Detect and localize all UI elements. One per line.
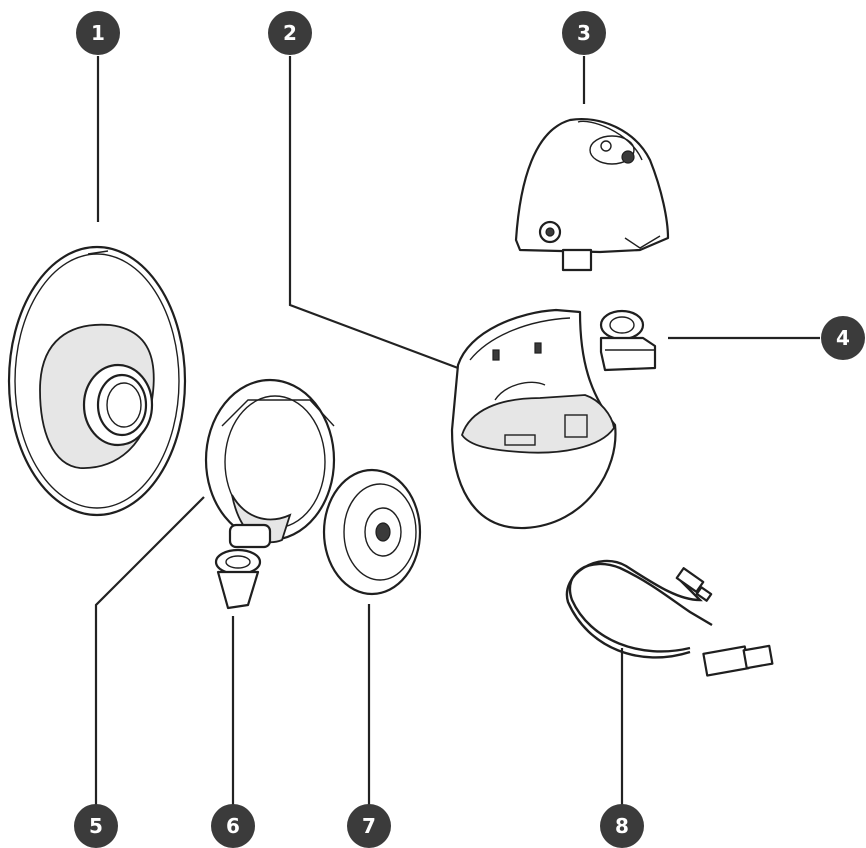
callout-4: 4 (821, 316, 865, 360)
duckbill-valve-part (216, 550, 260, 608)
callout-6-number: 6 (226, 814, 240, 838)
pump-motor-part (516, 119, 668, 270)
silicone-diaphragm-part (324, 470, 420, 594)
callout-4-number: 4 (836, 326, 850, 350)
callout-8: 8 (600, 804, 644, 848)
callout-5: 5 (74, 804, 118, 848)
callout-8-number: 8 (615, 814, 629, 838)
callout-7: 7 (347, 804, 391, 848)
valve-plug-part (601, 311, 655, 370)
callout-3: 3 (562, 11, 606, 55)
callout-1: 1 (76, 11, 120, 55)
callout-3-number: 3 (577, 21, 591, 45)
callout-2: 2 (268, 11, 312, 55)
breast-shield-part (9, 247, 185, 515)
callout-5-number: 5 (89, 814, 103, 838)
usb-cable-part (567, 561, 772, 676)
connector-part (206, 380, 334, 547)
leader-line-5 (96, 497, 204, 806)
callout-1-number: 1 (91, 21, 105, 45)
callout-2-number: 2 (283, 21, 297, 45)
leader-line-2 (290, 56, 458, 368)
milk-collection-cup-part (452, 310, 615, 528)
callout-6: 6 (211, 804, 255, 848)
callout-7-number: 7 (362, 814, 376, 838)
